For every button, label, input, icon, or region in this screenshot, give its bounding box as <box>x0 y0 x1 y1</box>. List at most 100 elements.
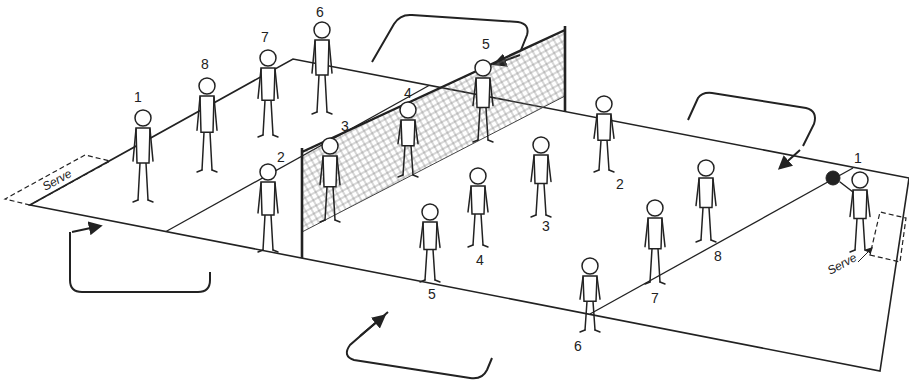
player-arm <box>611 115 614 138</box>
player-arm <box>473 79 476 106</box>
player-head <box>852 172 868 188</box>
player-arm <box>531 156 534 182</box>
player-arm <box>329 41 332 73</box>
callout-number: 8 <box>201 57 209 71</box>
callout-number: 5 <box>428 287 436 301</box>
player-figure <box>133 110 153 202</box>
player-arm <box>320 157 323 185</box>
volleyball <box>826 171 840 185</box>
net-post <box>564 26 567 112</box>
player-leg <box>473 214 475 245</box>
rotation-arrow <box>372 15 528 62</box>
callout-number: 2 <box>616 177 624 191</box>
player-foot <box>273 135 278 137</box>
player-foot <box>133 200 138 202</box>
player-foot <box>531 215 536 217</box>
player-leg <box>650 249 652 282</box>
player-head <box>322 138 338 154</box>
callout-number: 1 <box>134 90 142 104</box>
player-leg <box>403 146 405 175</box>
rotation-arrow <box>360 316 384 336</box>
player-body <box>200 96 214 132</box>
player-body <box>423 222 437 249</box>
serve-zone <box>870 212 906 262</box>
player-foot <box>197 170 202 172</box>
player-head <box>135 110 151 126</box>
serve-pointer <box>858 248 872 262</box>
player-figure <box>320 138 340 222</box>
player-leg <box>709 208 711 240</box>
court-line <box>590 168 853 314</box>
player-foot <box>148 200 153 202</box>
player-arm <box>580 277 583 299</box>
player-arm <box>468 187 471 212</box>
player-foot <box>435 280 440 282</box>
player-foot <box>212 170 217 172</box>
player-leg <box>202 132 204 170</box>
player-arm <box>337 157 340 185</box>
player-head <box>596 96 612 112</box>
player-body <box>853 190 867 219</box>
player-arm <box>214 97 217 130</box>
player-leg <box>544 184 546 216</box>
player-head <box>260 164 276 180</box>
player-arm <box>312 41 315 73</box>
rotation-arrow <box>72 226 100 232</box>
player-body <box>261 68 275 100</box>
player-leg <box>481 214 483 245</box>
player-body <box>136 128 150 163</box>
net-post <box>301 148 304 258</box>
player-foot <box>473 140 478 142</box>
callout-number: 7 <box>651 291 659 305</box>
player-head <box>314 22 330 38</box>
player-figure <box>398 102 418 177</box>
player-body <box>323 156 337 187</box>
callout-number: 6 <box>316 5 324 19</box>
player-foot <box>320 220 325 222</box>
player-leg <box>325 75 327 112</box>
player-foot <box>488 140 493 142</box>
player-arm <box>133 129 136 161</box>
player-head <box>533 137 549 153</box>
player-arm <box>696 179 699 206</box>
player-figure <box>258 50 278 137</box>
player-figure <box>580 258 600 332</box>
player-figure <box>420 204 440 282</box>
player-foot <box>594 170 599 172</box>
player-figure <box>826 171 870 252</box>
player-body <box>583 276 597 301</box>
player-arm <box>258 69 261 98</box>
player-leg <box>599 140 601 170</box>
rotation-arrow <box>688 93 815 146</box>
player-leg <box>593 301 595 330</box>
player-arm <box>197 97 200 130</box>
player-foot <box>609 170 614 172</box>
player-arm <box>850 191 853 217</box>
player-arm <box>645 219 648 247</box>
player-leg <box>536 184 538 216</box>
player-leg <box>701 208 703 240</box>
player-foot <box>420 280 425 282</box>
player-foot <box>312 112 317 114</box>
rotation-arrow <box>780 150 800 168</box>
player-head <box>475 60 491 76</box>
callout-number: 7 <box>261 30 269 44</box>
player-head <box>470 168 486 184</box>
callout-number: 4 <box>404 86 412 100</box>
player-figure <box>197 78 217 172</box>
player-leg <box>271 100 273 135</box>
player-leg <box>607 140 609 170</box>
player-arm <box>485 187 488 212</box>
player-foot <box>865 250 870 252</box>
player-foot <box>468 245 473 247</box>
player-body <box>597 114 611 140</box>
player-body <box>699 178 713 208</box>
player-leg <box>863 219 865 251</box>
player-body <box>534 155 548 184</box>
callout-number: 3 <box>542 219 550 233</box>
player-leg <box>425 249 427 280</box>
serve-label: Serve <box>825 251 858 277</box>
player-leg <box>658 249 660 282</box>
player-leg <box>433 249 435 280</box>
